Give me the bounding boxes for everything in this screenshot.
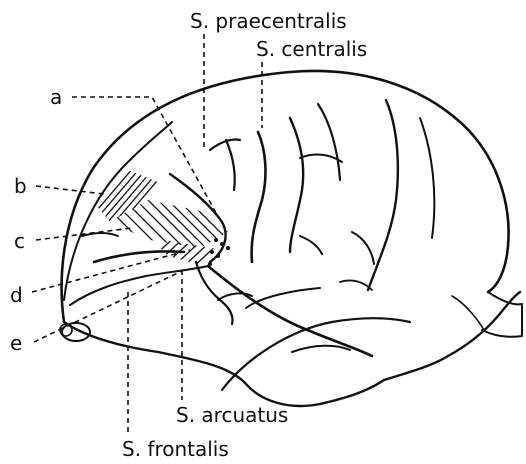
hatched-area-b <box>80 160 189 230</box>
label-s-frontalis: S. frontalis <box>122 437 229 461</box>
label-s-arcuatus: S. arcuatus <box>176 403 288 427</box>
sylvian-fissure <box>208 266 410 390</box>
olfactory-bulb <box>60 323 90 341</box>
label-a: a <box>50 85 62 109</box>
label-c: c <box>14 229 25 253</box>
cerebellum <box>384 292 522 380</box>
central-sulci <box>210 100 434 290</box>
labels: S. praecentralis S. centralis a b c d e … <box>10 9 367 461</box>
label-s-centralis: S. centralis <box>256 37 367 61</box>
label-s-praecentralis: S. praecentralis <box>190 9 347 33</box>
label-b: b <box>14 174 27 198</box>
label-d: d <box>10 283 23 307</box>
label-e: e <box>10 331 22 355</box>
